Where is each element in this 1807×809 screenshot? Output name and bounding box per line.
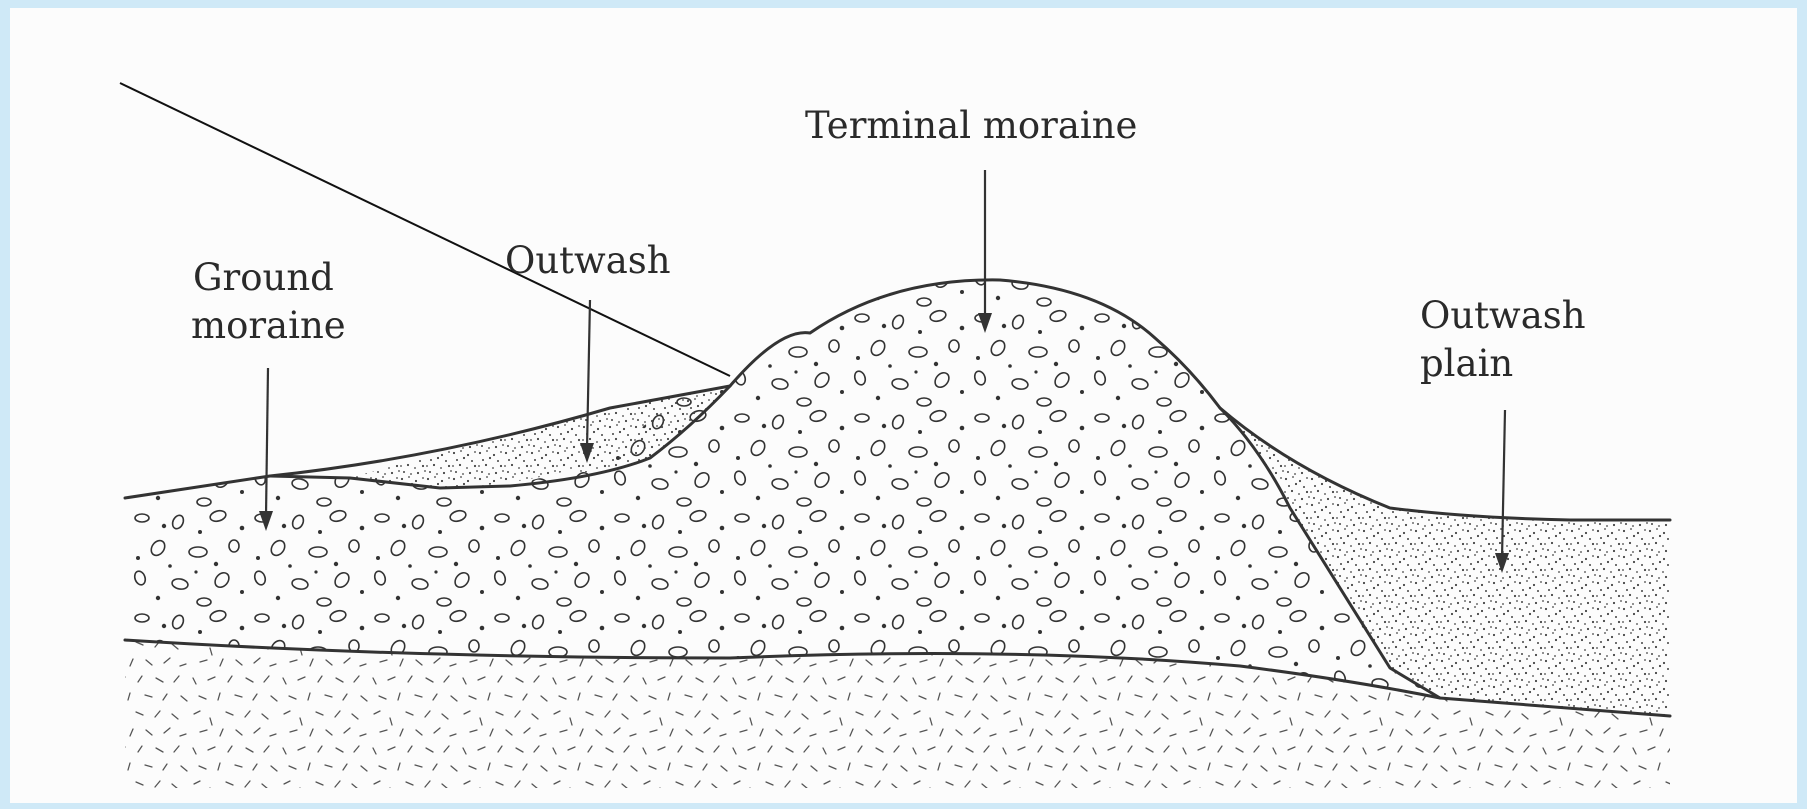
outwash-label: Outwash xyxy=(505,239,671,282)
diagram-frame: Terminal moraine Outwash Ground moraine … xyxy=(10,8,1797,803)
ground-moraine-label-line2: moraine xyxy=(191,304,346,347)
ground-moraine-label-line1: Ground xyxy=(193,256,334,299)
glacial-deposits-diagram: Terminal moraine Outwash Ground moraine … xyxy=(10,8,1797,803)
outwash-plain-label-line1: Outwash xyxy=(1420,294,1586,337)
terminal-moraine-label: Terminal moraine xyxy=(805,104,1137,147)
outwash-plain-label-line2: plain xyxy=(1420,342,1513,385)
